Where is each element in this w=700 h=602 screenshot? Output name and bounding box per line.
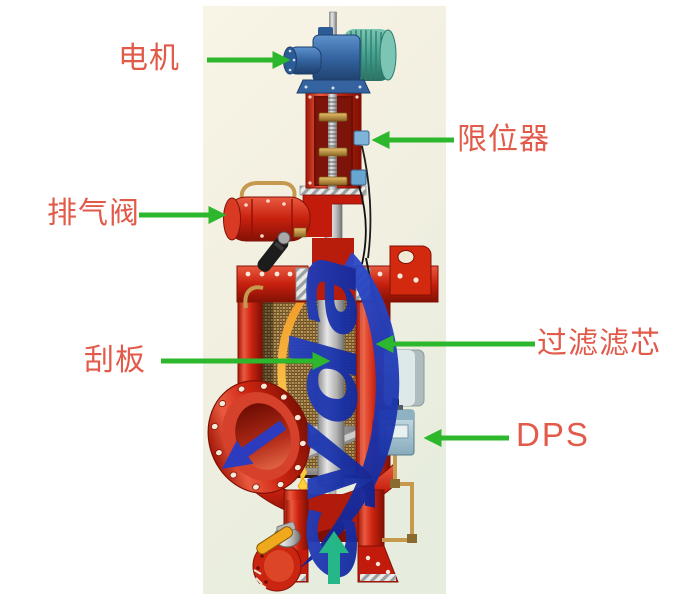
- drain-valve: [252, 500, 308, 592]
- label-limit-switch: 限位器: [457, 123, 550, 156]
- motor-assembly: [283, 11, 397, 94]
- exhaust-valve-assembly: [223, 181, 332, 309]
- outlet-arrow: [221, 420, 287, 469]
- label-exhaust-valve: 排气阀: [47, 197, 140, 230]
- inlet-pipe: [252, 489, 399, 592]
- valve-handle: [257, 236, 289, 272]
- inlet-arrow: [319, 531, 349, 584]
- label-dps: DPS: [516, 416, 590, 453]
- label-scraper: 刮板: [84, 344, 146, 377]
- watermark-logo: cyda: [274, 252, 400, 582]
- machine-cutaway: [207, 11, 439, 592]
- watermark-text: cyda: [274, 252, 377, 582]
- callout-arrows: [139, 51, 535, 447]
- screw-nuts: [318, 112, 348, 186]
- label-filter-element: 过滤滤芯: [537, 327, 661, 360]
- label-motor: 电机: [118, 42, 180, 75]
- drain-valve-handle: [256, 526, 293, 555]
